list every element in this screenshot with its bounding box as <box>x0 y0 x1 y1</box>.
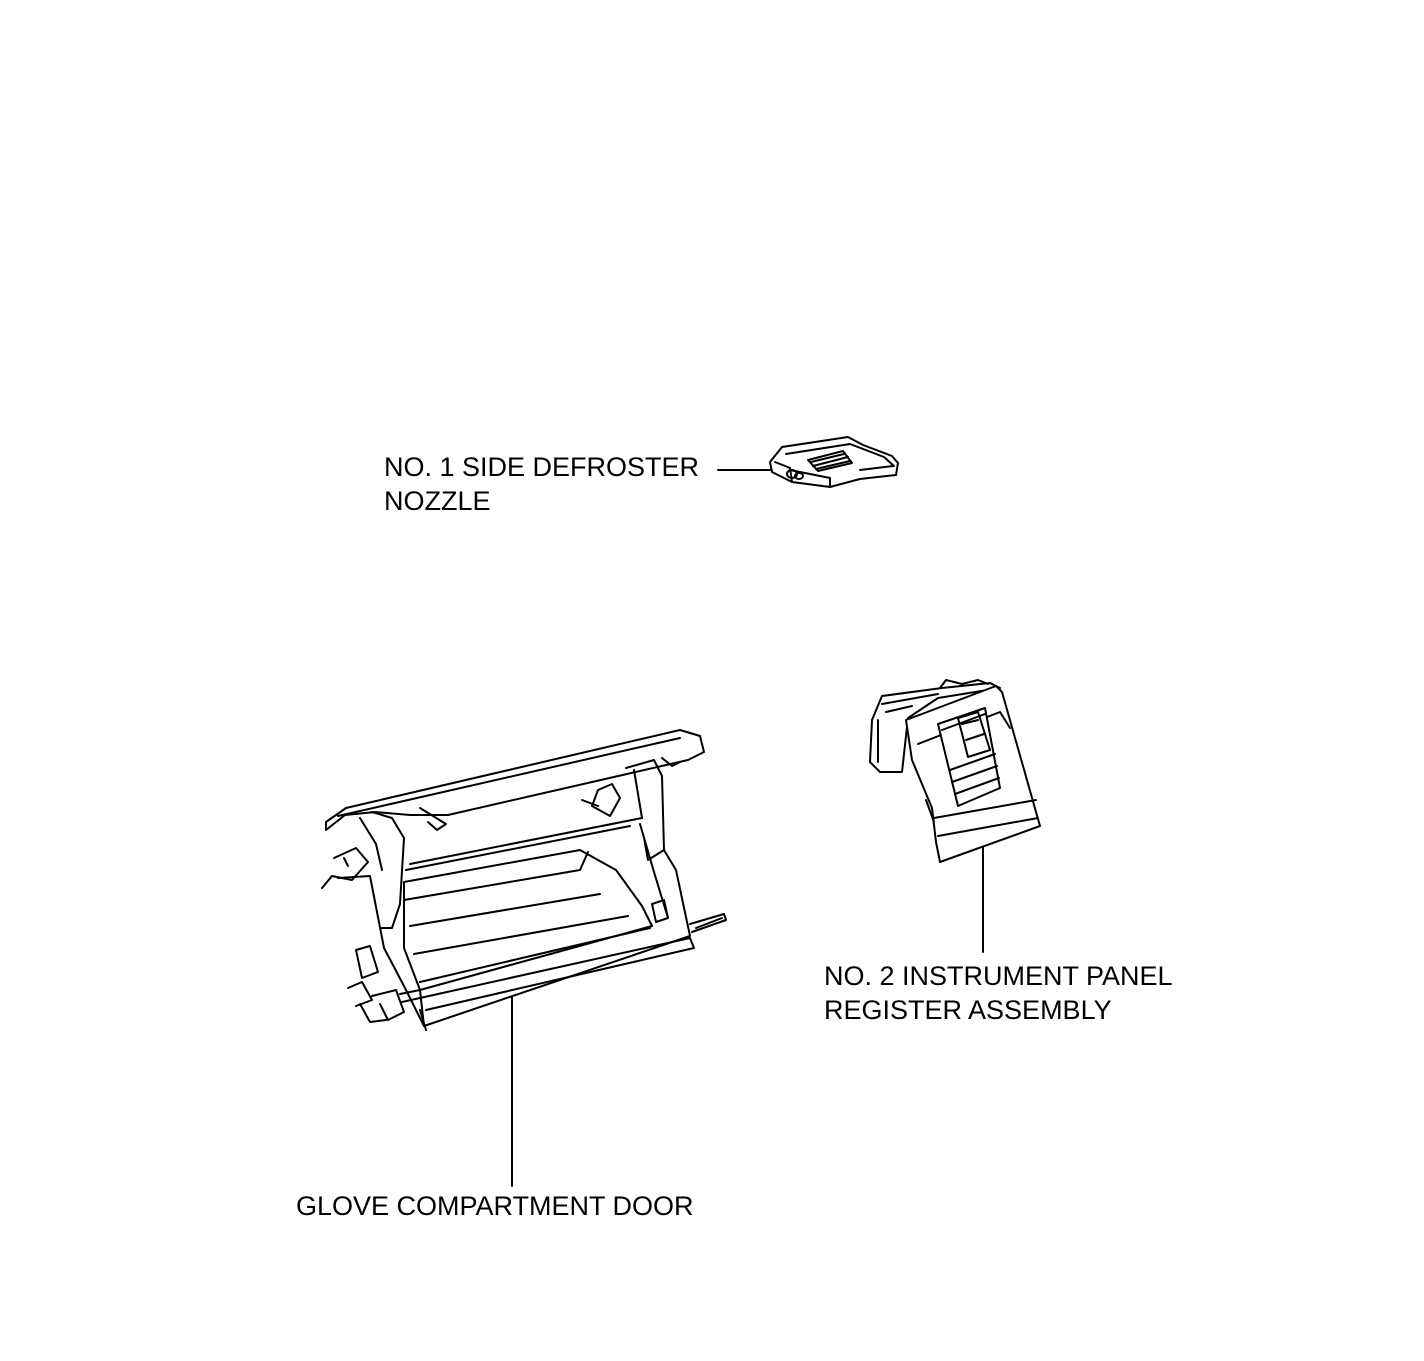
instrument-panel-register-label: NO. 2 INSTRUMENT PANEL REGISTER ASSEMBLY <box>824 959 1173 1027</box>
side-defroster-nozzle-label: NO. 1 SIDE DEFROSTER NOZZLE <box>384 450 699 518</box>
instrument-panel-register-illustration <box>870 680 1040 862</box>
side-defroster-nozzle-label-line-2: NOZZLE <box>384 486 491 516</box>
instrument-panel-register-label-line-2: REGISTER ASSEMBLY <box>824 995 1112 1025</box>
glove-compartment-door-illustration <box>322 730 726 1030</box>
glove-compartment-door-label: GLOVE COMPARTMENT DOOR <box>296 1189 694 1223</box>
side-defroster-nozzle-label-line-1: NO. 1 SIDE DEFROSTER <box>384 452 700 482</box>
side-defroster-nozzle-illustration <box>770 437 898 487</box>
instrument-panel-register-label-line-1: NO. 2 INSTRUMENT PANEL <box>824 961 1173 991</box>
glove-compartment-door-label-line-1: GLOVE COMPARTMENT DOOR <box>296 1191 694 1221</box>
